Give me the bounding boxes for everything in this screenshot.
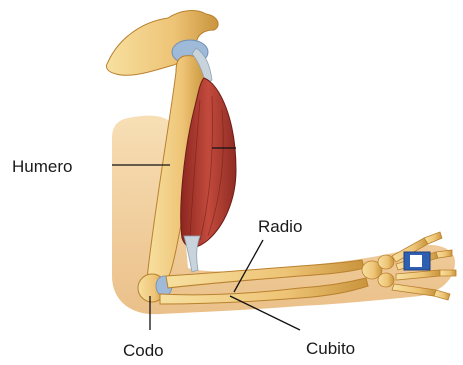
- label-cubito: Cubito: [306, 340, 355, 357]
- hand-marker-inner: [410, 255, 422, 267]
- label-radio: Radio: [258, 218, 302, 235]
- label-humero: Humero: [12, 158, 72, 175]
- label-codo: Codo: [123, 342, 164, 359]
